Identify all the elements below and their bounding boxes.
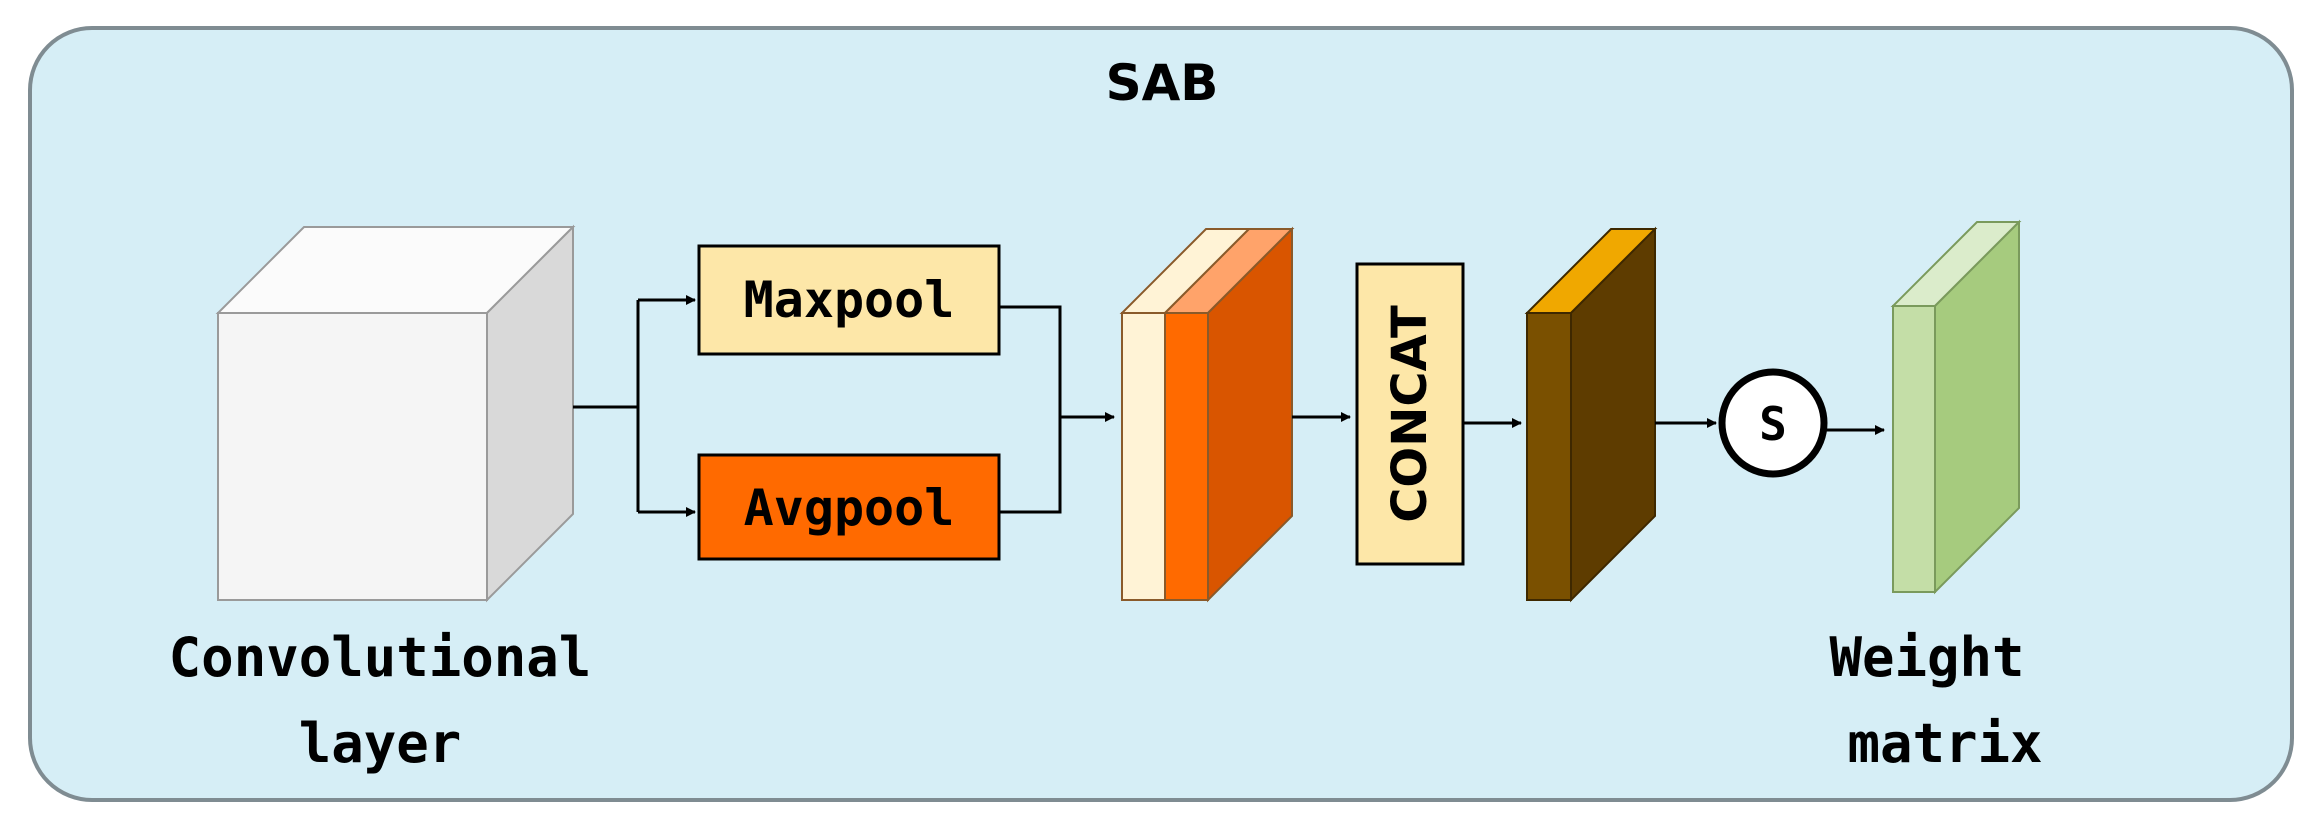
green-map-front	[1892, 305, 1936, 593]
cube-front-face	[217, 312, 488, 601]
weight-label-line1: Weight	[1829, 626, 2024, 689]
conv-label-line2: layer	[299, 712, 462, 775]
pooled-feature-stack	[1119, 226, 1295, 603]
brown-map-front	[1526, 312, 1572, 601]
concat-box	[1355, 262, 1465, 566]
merge-connector	[999, 305, 1115, 514]
conv-label-line1: Convolutional	[169, 626, 592, 689]
cream-map-front	[1121, 312, 1166, 601]
avgpool-label: Avgpool	[744, 479, 955, 537]
maxpool-box	[697, 244, 1001, 356]
panel-title: SAB	[1106, 54, 1219, 112]
sigmoid-node	[1718, 368, 1828, 478]
convolutional-cube	[215, 224, 576, 603]
avgpool-box	[697, 453, 1001, 561]
orange-map-front	[1164, 312, 1209, 601]
weight-label-line2: matrix	[1847, 712, 2042, 775]
maxpool-label: Maxpool	[744, 271, 955, 329]
concat-label: CONCAT	[1382, 305, 1438, 523]
sigmoid-symbol: S	[1759, 397, 1787, 451]
concatenated-feature-map	[1524, 226, 1658, 603]
split-connector	[573, 295, 696, 517]
weight-matrix-map	[1890, 219, 2022, 595]
